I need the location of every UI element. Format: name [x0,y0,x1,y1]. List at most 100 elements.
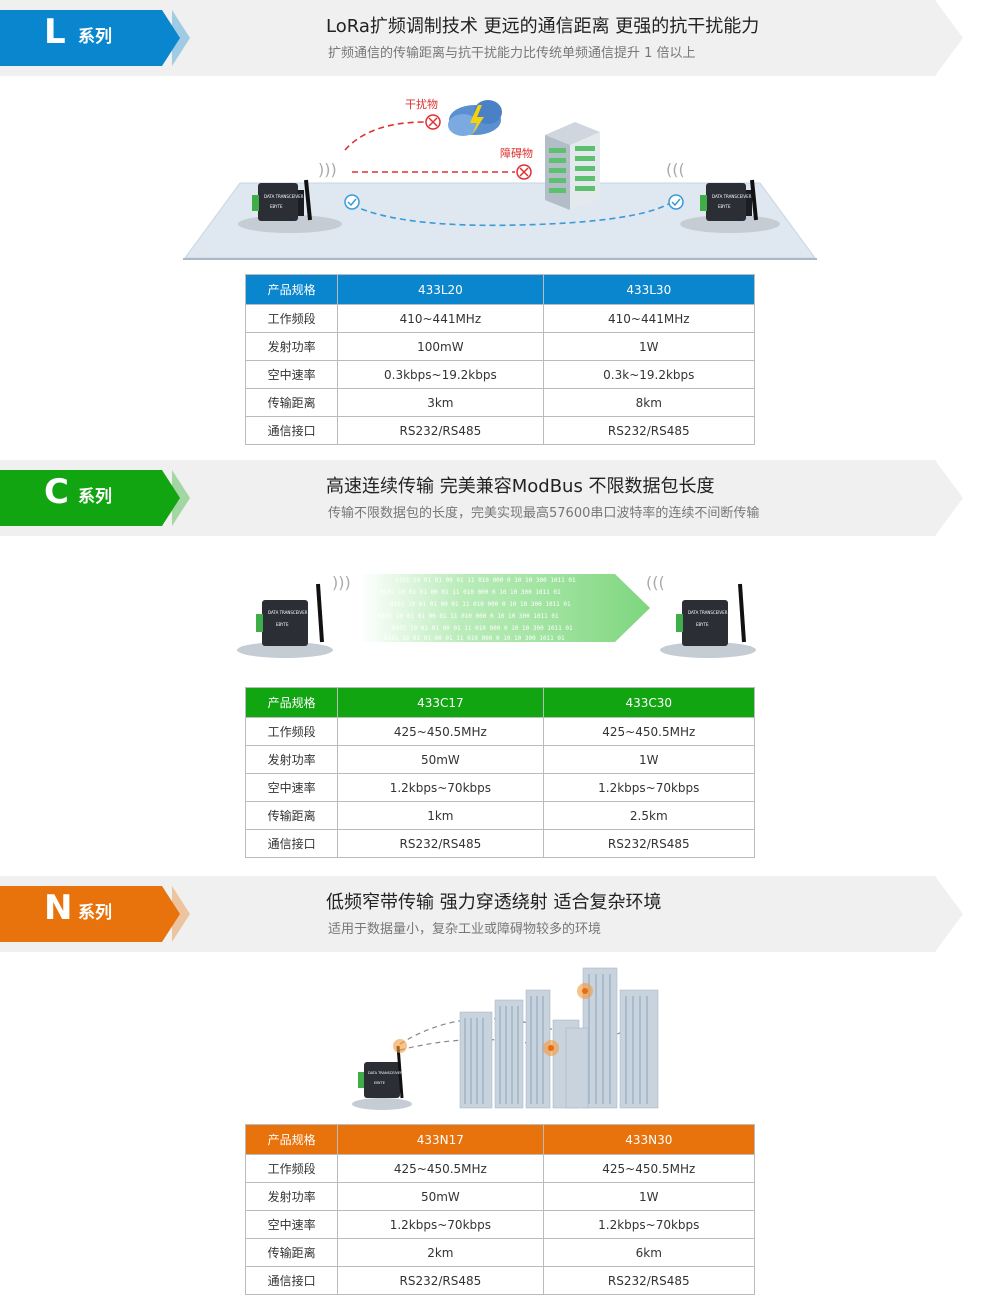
table-cell: 6km [542,1238,756,1267]
table-cell: 工作频段 [244,717,339,746]
table-cell: 通信接口 [244,1266,339,1295]
table-cell: 传输距离 [244,388,339,417]
table-cell: 1W [542,332,756,361]
signal-waves-icon: ((( [666,160,685,179]
table-header-cell: 433N30 [542,1124,756,1155]
table-header-cell: 433N17 [337,1124,544,1155]
check-icon [344,194,360,210]
table-cell: 通信接口 [244,829,339,858]
table-cell: 空中速率 [244,360,339,389]
table-cell: 发射功率 [244,745,339,774]
table-cell: 传输距离 [244,1238,339,1267]
table-cell: 100mW [337,332,544,361]
svg-text:0101 10 01 01 00 01 11 010: 0101 10 01 01 00 01 11 010 000 0 10 10 3… [380,589,561,596]
series-headline: 低频窄带传输 强力穿透绕射 适合复杂环境 [326,892,662,913]
series-subline: 传输不限数据包的长度，完美实现最高57600串口波特率的连续不间断传输 [328,506,760,521]
svg-text:DATA TRANSCEIVER: DATA TRANSCEIVER [712,194,752,199]
table-cell: 8km [542,388,756,417]
series-subline: 适用于数据量小，复杂工业或障碍物较多的环境 [328,922,602,937]
building-icon [545,122,600,210]
series-word: 系列 [78,903,112,923]
table-header-cell: 433L20 [337,274,544,305]
table-cell: 空中速率 [244,1210,339,1239]
table-cell: 0.3k~19.2kbps [542,360,756,389]
table-cell: 1km [337,801,544,830]
transceiver-device-icon: DATA TRANSCEIVER EBYTE [352,1039,412,1110]
table-cell: 1.2kbps~70kbps [542,773,756,802]
table-cell: 1.2kbps~70kbps [337,773,544,802]
n-series-section: N 系列 低频窄带传输 强力穿透绕射 适合复杂环境 适用于数据量小，复杂工业或障… [0,876,1000,1304]
svg-text:0101 10 01 01 00 01 11 010: 0101 10 01 01 00 01 11 010 000 0 10 10 3… [390,601,571,608]
table-header-cell: 产品规格 [244,1124,339,1155]
storm-cloud-icon [448,100,502,136]
table-cell: 410~441MHz [542,304,756,333]
table-cell: 3km [337,388,544,417]
table-cell: 425~450.5MHz [542,1154,756,1183]
transceiver-device-icon: DATA TRANSCEIVER EBYTE [238,179,342,233]
svg-text:0101 10 01 01 00 01 11 010: 0101 10 01 01 00 01 11 010 000 0 10 10 3… [378,613,559,620]
svg-text:DATA TRANSCEIVER: DATA TRANSCEIVER [268,610,308,615]
signal-waves-icon: ((( [646,573,665,592]
check-icon [668,194,684,210]
series-word: 系列 [78,487,112,507]
signal-waves-icon: ))) [332,573,351,592]
table-cell: 传输距离 [244,801,339,830]
series-headline: LoRa扩频调制技术 更远的通信距离 更强的抗干扰能力 [326,16,760,37]
lora-illustration: 干扰物 障碍物 [183,97,817,260]
table-cell: 1W [542,1182,756,1211]
table-cell: RS232/RS485 [542,416,756,445]
transceiver-device-icon: DATA TRANSCEIVER EBYTE [660,583,756,658]
svg-text:EBYTE: EBYTE [696,622,709,627]
signal-waves-icon: ))) [318,160,337,179]
city-buildings-icon [459,967,659,1109]
interference-label: 干扰物 [405,97,438,111]
table-cell: 50mW [337,1182,544,1211]
table-header-cell: 433L30 [542,274,756,305]
c-series-section: C 系列 高速连续传输 完美兼容ModBus 不限数据包长度 传输不限数据包的长… [0,460,1000,860]
svg-text:EBYTE: EBYTE [718,204,731,209]
table-cell: 发射功率 [244,332,339,361]
series-subline: 扩频通信的传输距离与抗干扰能力比传统单频通信提升 1 倍以上 [328,46,696,61]
table-header-row: 产品规格 433C17 433C30 [244,687,756,718]
signal-path [351,201,673,227]
series-badge [0,886,162,942]
table-cell: 通信接口 [244,416,339,445]
table-header-row: 产品规格 433N17 433N30 [244,1124,756,1155]
table-header-cell: 产品规格 [244,687,339,718]
table-cell: 425~450.5MHz [337,717,544,746]
c-series-banner: C 系列 高速连续传输 完美兼容ModBus 不限数据包长度 传输不限数据包的长… [0,460,1000,536]
data-stream-illustration: 0101 10 01 01 00 01 11 010 000 0 10 10 3… [237,573,756,658]
obstacle-label: 障碍物 [500,146,533,160]
table-cell: RS232/RS485 [542,1266,756,1295]
svg-text:0101 10 01 01 00 01 11 010: 0101 10 01 01 00 01 11 010 000 0 10 10 3… [392,625,573,632]
l-series-banner: L 系列 LoRa扩频调制技术 更远的通信距离 更强的抗干扰能力 扩频通信的传输… [0,0,1000,76]
table-cell: 空中速率 [244,773,339,802]
svg-text:0101 10 01 01 00 01 11 010: 0101 10 01 01 00 01 11 010 000 0 10 10 3… [395,577,576,584]
series-word: 系列 [78,27,112,47]
table-cell: 410~441MHz [337,304,544,333]
transceiver-device-icon: DATA TRANSCEIVER EBYTE [237,583,333,658]
series-badge [0,10,162,66]
table-cell: 2.5km [542,801,756,830]
svg-text:0101 10 01 01 00 01 11 010: 0101 10 01 01 00 01 11 010 000 0 10 10 3… [384,635,565,642]
data-stream-arrow [360,574,650,642]
table-cell: 发射功率 [244,1182,339,1211]
svg-text:DATA TRANSCEIVER: DATA TRANSCEIVER [688,610,728,615]
table-cell: 1.2kbps~70kbps [337,1210,544,1239]
series-headline: 高速连续传输 完美兼容ModBus 不限数据包长度 [326,476,715,497]
table-cell: 工作频段 [244,304,339,333]
